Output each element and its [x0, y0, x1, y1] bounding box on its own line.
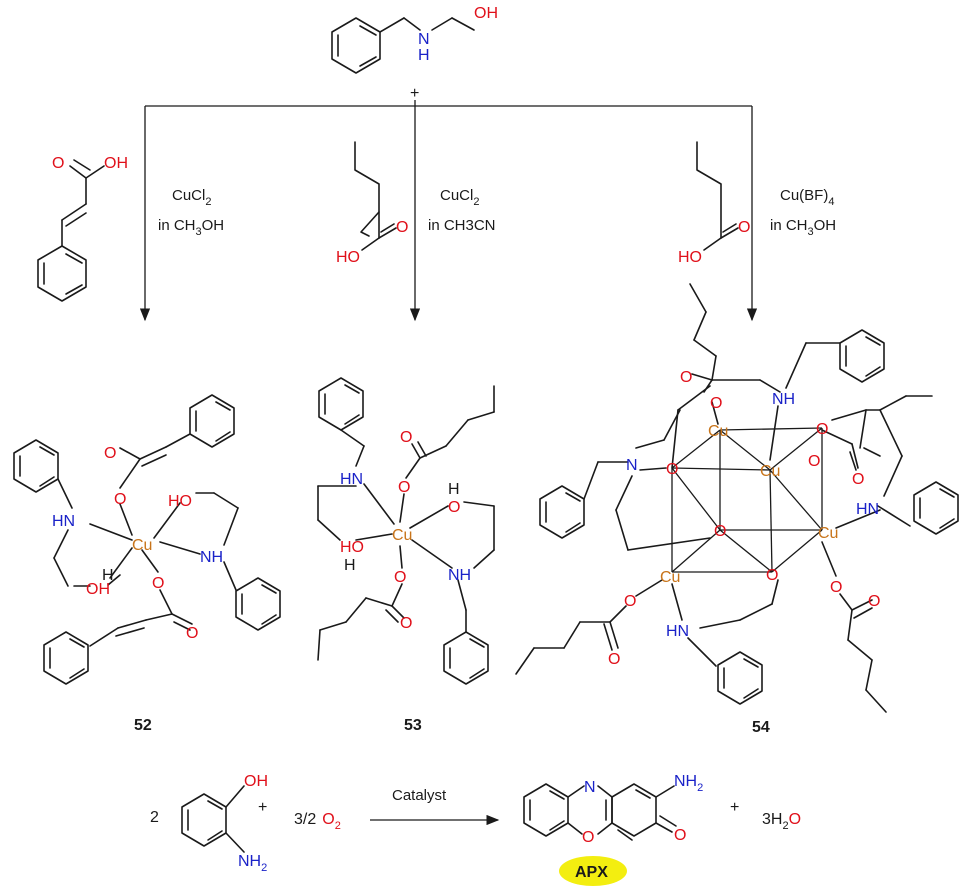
complex-54-o-3: O	[714, 523, 726, 540]
compound-label-52: 52	[134, 717, 152, 734]
complex-52-top-carbonyl-o: O	[104, 445, 116, 462]
complex-53-structure: Cu HN HO H O O H O NH O O	[317, 377, 495, 685]
plus-sign-top: +	[410, 85, 419, 102]
apx-ring-o: O	[582, 829, 594, 846]
apx-badge-label: APX	[575, 864, 608, 881]
complex-53-cu: Cu	[392, 527, 412, 544]
hydroxyl-label: OH	[474, 5, 498, 22]
water-term: 3H2O	[762, 811, 801, 832]
condition-3-solvent: in CH3OH	[770, 217, 836, 238]
complex-54-o-1: O	[666, 461, 678, 478]
apx-carbonyl-o: O	[674, 827, 686, 844]
complex-54-nh-top: NH	[772, 391, 795, 408]
pentanoic-1-carbonyl-o: O	[396, 219, 408, 236]
complex-53-hn: HN	[340, 471, 363, 488]
complex-53-left-h: H	[344, 557, 356, 574]
complex-54-carbonyl-o-right: O	[852, 471, 864, 488]
apx-nh2: NH2	[674, 773, 703, 794]
pentanoic-1-hydroxyl: HO	[336, 249, 360, 266]
complex-52-right-nh: NH	[200, 549, 223, 566]
cinnamic-hydroxyl: OH	[104, 155, 128, 172]
complex-52-left-hn: HN	[52, 513, 75, 530]
complex-53-bottom-ester-o: O	[394, 569, 406, 586]
complex-54-cu-1: Cu	[708, 423, 728, 440]
complex-54-hn-right: HN	[856, 501, 879, 518]
plus-sign-1: +	[258, 799, 267, 816]
complex-54-carbonyl-o-bottom-right: O	[868, 593, 880, 610]
complex-52-right-ho: HO	[168, 493, 192, 510]
complex-53-bottom-carbonyl-o: O	[400, 615, 412, 632]
complex-54-ester-o-top: O	[710, 395, 722, 412]
complex-54-hn-bottom: HN	[666, 623, 689, 640]
complex-54-cu-4: Cu	[660, 569, 680, 586]
aminophenol-structure: OH NH2	[181, 773, 268, 874]
amine-h-label: H	[418, 47, 430, 64]
apx-badge	[559, 856, 627, 886]
complex-52-bottom-carbonyl-o: O	[186, 625, 198, 642]
complex-53-top-carbonyl-o: O	[400, 429, 412, 446]
pentanoic-2-hydroxyl: HO	[678, 249, 702, 266]
condition-2-solvent: in CH3CN	[428, 217, 496, 234]
complex-54-o-2: O	[816, 421, 828, 438]
complex-54-n-left: N	[626, 457, 638, 474]
complex-53-right-h: H	[448, 481, 460, 498]
aminophenol-nh2: NH2	[238, 853, 267, 874]
complex-52-cu: Cu	[132, 537, 152, 554]
complex-52-left-oh: OH	[86, 581, 110, 598]
benzylaminoethanol-structure: N H OH	[331, 5, 498, 74]
complex-54-carbonyl-o-bottom-left: O	[608, 651, 620, 668]
complex-53-top-ester-o: O	[398, 479, 410, 496]
coefficient-2: 2	[150, 809, 159, 826]
apx-product-structure: N O NH2 O	[523, 773, 703, 846]
complex-54-ester-o-bottom-right: O	[830, 579, 842, 596]
complex-52-bottom-ester-o: O	[152, 575, 164, 592]
cinnamic-acid-structure: O OH	[37, 155, 128, 302]
condition-1-metal: CuCl2	[172, 187, 211, 208]
complex-54-cu-2: Cu	[760, 463, 780, 480]
plus-sign-2: +	[730, 799, 739, 816]
complex-53-left-ho: HO	[340, 539, 364, 556]
complex-54-ester-o-right: O	[808, 453, 820, 470]
complex-54-ester-o-bottom-left: O	[624, 593, 636, 610]
complex-52-structure: Cu O O HN OH H HO NH O O	[13, 394, 281, 685]
condition-3-metal: Cu(BF)4	[780, 187, 834, 208]
complex-54-cu-3: Cu	[818, 525, 838, 542]
complex-54-o-4: O	[766, 567, 778, 584]
compound-label-53: 53	[404, 717, 422, 734]
catalyst-label: Catalyst	[392, 787, 447, 804]
pentanoic-acid-structure-2: O HO	[678, 141, 750, 266]
apx-ring-n: N	[584, 779, 596, 796]
pentanoic-2-carbonyl-o: O	[738, 219, 750, 236]
branch-arrows	[139, 100, 758, 322]
complex-53-nh: NH	[448, 567, 471, 584]
compound-label-54: 54	[752, 719, 770, 736]
complex-52-left-h: H	[102, 567, 114, 584]
aminophenol-oh: OH	[244, 773, 268, 790]
complex-54-carbonyl-o-top: O	[680, 369, 692, 386]
condition-1-solvent: in CH3OH	[158, 217, 224, 238]
pentanoic-acid-structure-1: O HO	[336, 141, 408, 266]
complex-53-right-o: O	[448, 499, 460, 516]
complex-54-structure: Cu Cu Cu Cu O O O O O O NH N O O HN O O …	[515, 283, 959, 713]
cinnamic-carbonyl-o: O	[52, 155, 64, 172]
amine-n-label: N	[418, 31, 430, 48]
condition-2-metal: CuCl2	[440, 187, 479, 208]
complex-52-top-ester-o: O	[114, 491, 126, 508]
